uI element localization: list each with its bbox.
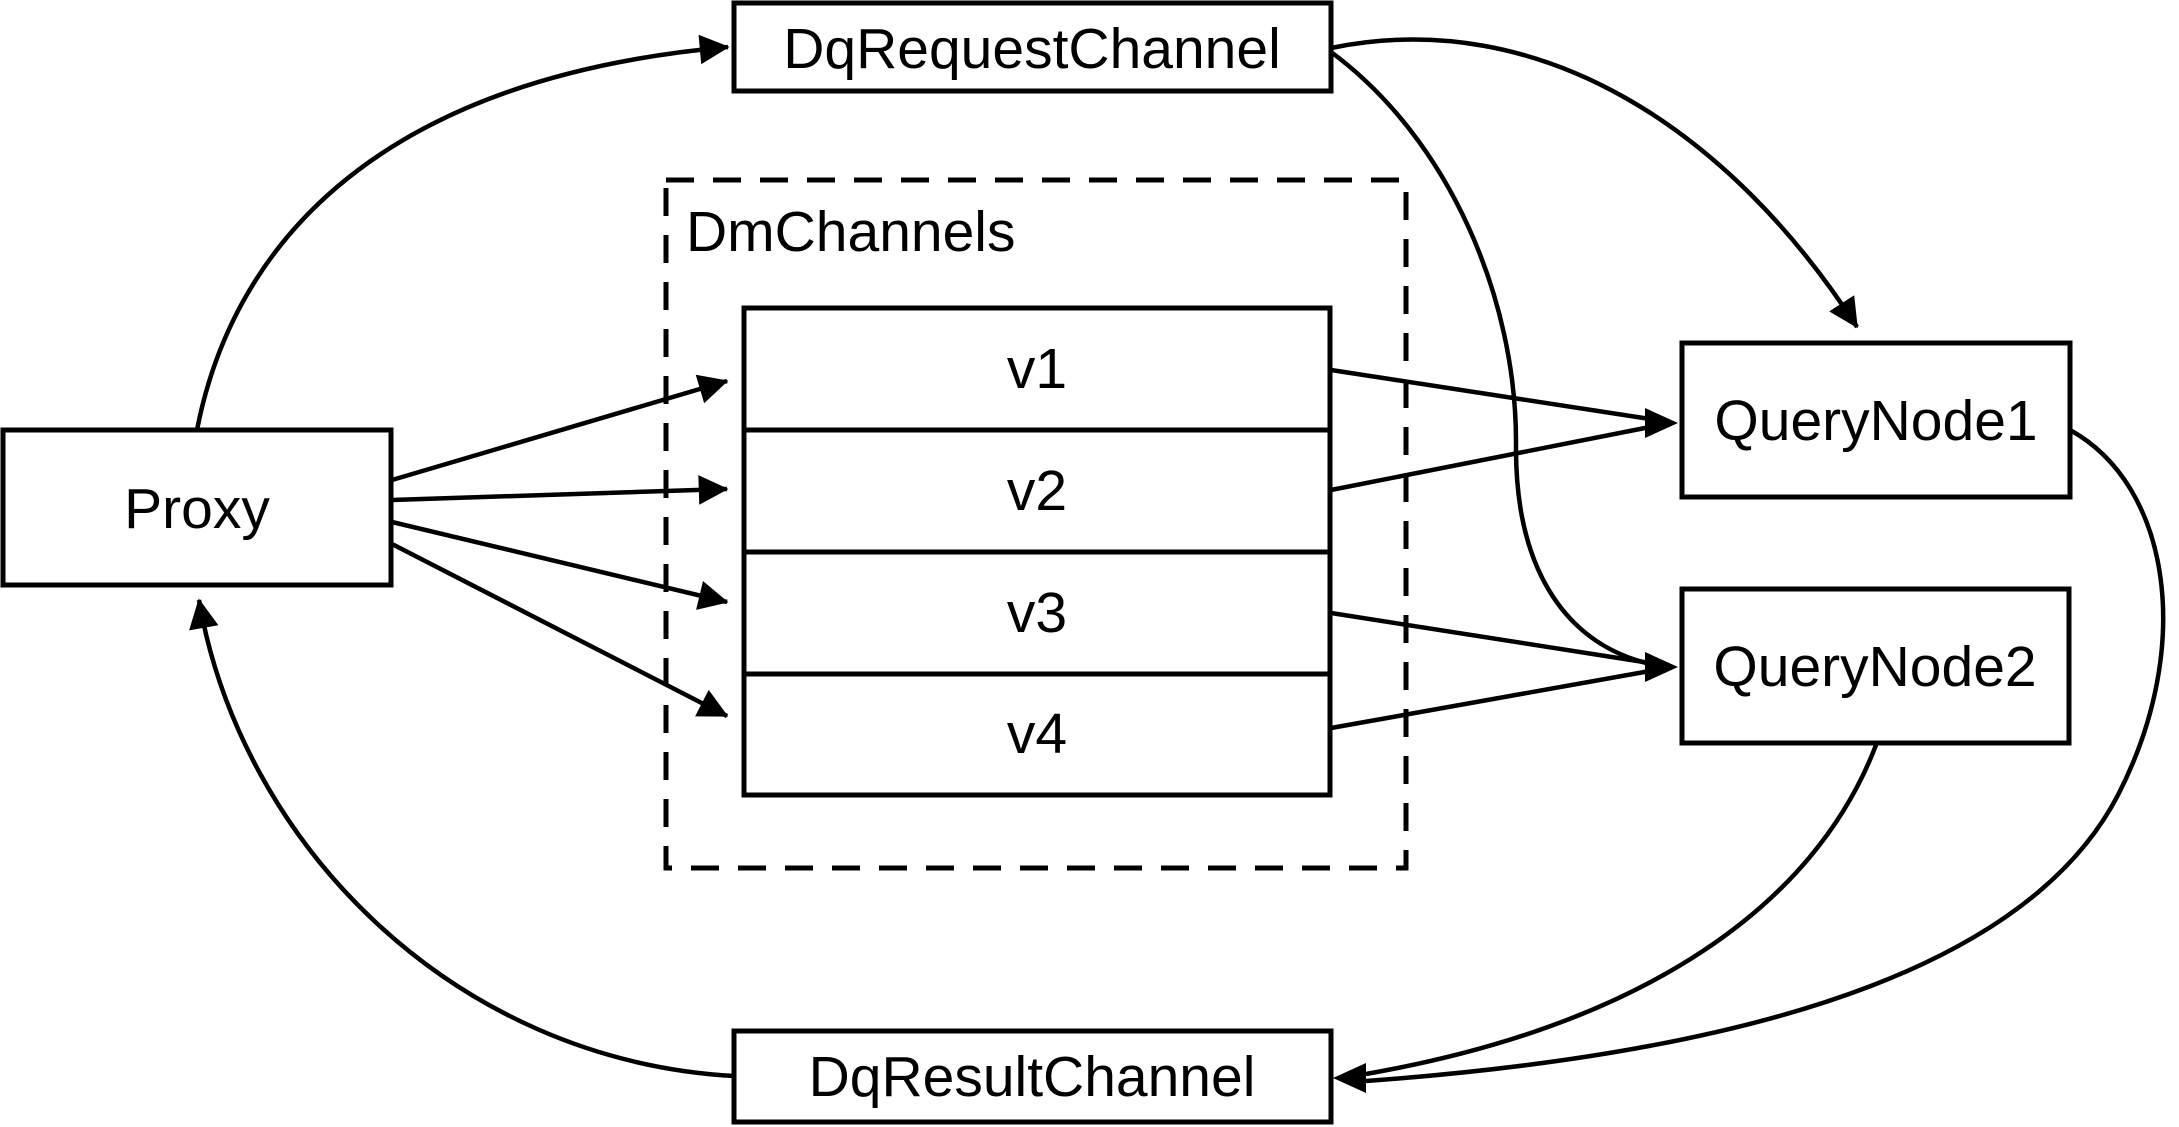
channel-row-v1 (741, 305, 1333, 433)
dq-request-channel-node (731, 0, 1334, 94)
edge-v3-to-querynode2 (1330, 610, 1651, 666)
query-node-1 (1679, 340, 2073, 500)
edge-v4-to-querynode2 (1330, 668, 1651, 731)
channel-label-v1: v1 (1007, 337, 1067, 401)
query-node-1-label: QueryNode1 (1714, 389, 2037, 453)
dq-result-channel-node (731, 1028, 1334, 1125)
proxy-label: Proxy (124, 477, 270, 541)
dq-request-channel-label: DqRequestChannel (783, 17, 1281, 81)
edge-proxy-to-dqrequestchannel (194, 34, 730, 431)
channel-label-v3: v3 (1007, 581, 1067, 645)
query-node-2 (1679, 586, 2072, 746)
edge-dqrequestchannel-to-querynode1 (1330, 37, 1859, 329)
channel-label-v2: v2 (1007, 459, 1067, 523)
proxy-node (0, 427, 394, 588)
dq-result-channel-label: DqResultChannel (809, 1045, 1256, 1109)
channel-label-v4: v4 (1007, 702, 1067, 766)
edge-proxy-to-v1 (391, 374, 729, 483)
dm-channels-label: DmChannels (686, 200, 1015, 264)
arrowhead-into-querynode1 (1645, 408, 1678, 438)
dm-channels-group (663, 177, 1409, 871)
arrowhead-into-querynode2 (1645, 652, 1678, 682)
edge-dqrequestchannel-to-querynode2 (1329, 50, 1651, 667)
edge-querynode2-to-dqresultchannel (1365, 744, 1879, 1077)
edge-proxy-to-v4 (390, 541, 729, 719)
edge-proxy-to-v2 (391, 475, 729, 505)
query-node-2-label: QueryNode2 (1713, 635, 2036, 699)
arrowhead-into-dqresultchannel (1333, 1063, 1366, 1093)
edge-v1-to-querynode1 (1330, 367, 1651, 422)
edge-v2-to-querynode1 (1330, 424, 1651, 493)
edge-proxy-to-v3 (391, 519, 729, 610)
edge-dqresultchannel-to-proxy (189, 598, 735, 1079)
edge-querynode1-to-dqresultchannel (1365, 428, 2166, 1084)
channel-row-v4 (741, 671, 1333, 798)
